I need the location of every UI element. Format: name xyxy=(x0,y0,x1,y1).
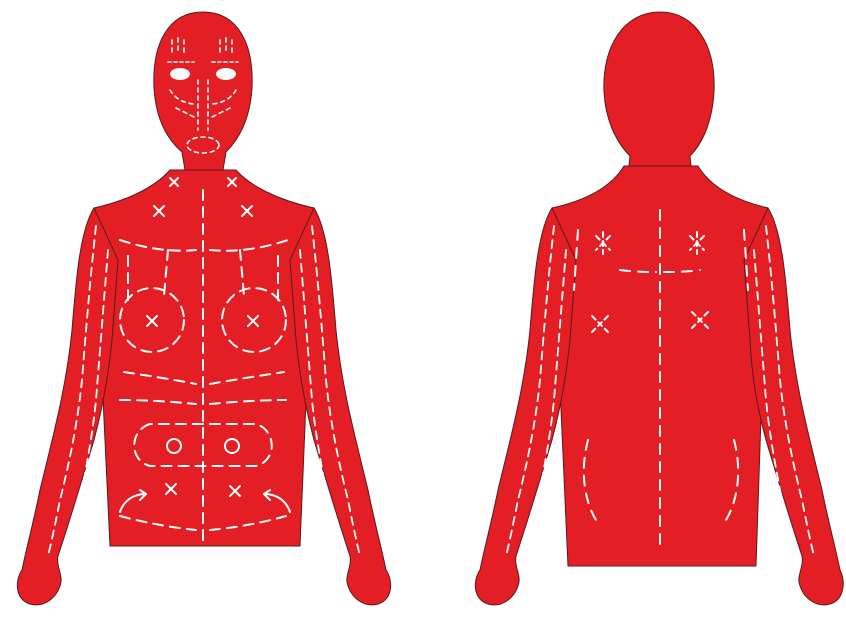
back-figure xyxy=(475,12,843,605)
front-left-eye xyxy=(170,68,190,80)
front-figure xyxy=(17,12,390,605)
front-right-eye xyxy=(216,68,236,80)
front-head xyxy=(154,12,252,176)
back-right-arm xyxy=(744,208,843,605)
back-head xyxy=(604,12,714,176)
